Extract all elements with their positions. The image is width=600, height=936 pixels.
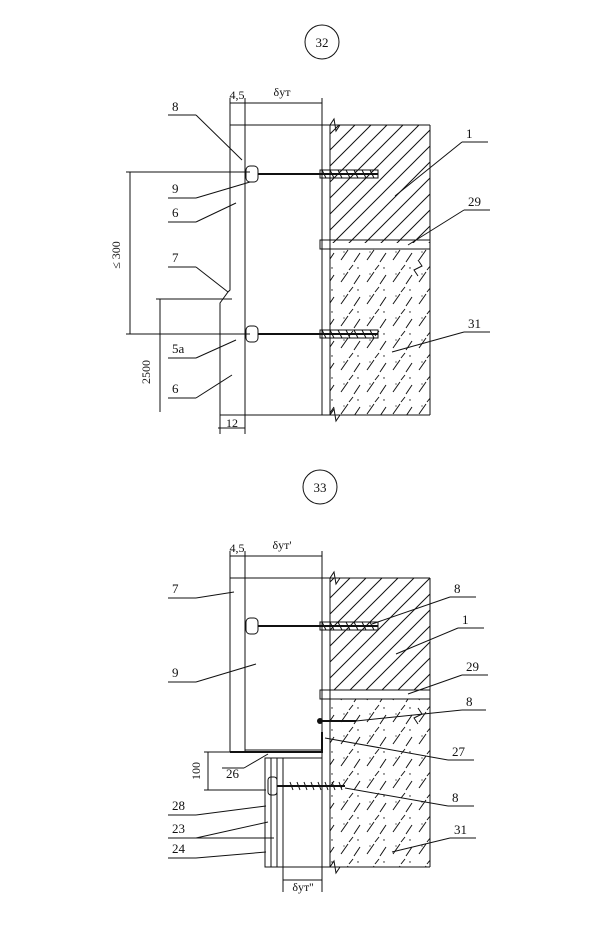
leader-label: 7 bbox=[172, 581, 179, 596]
leader-label: 27 bbox=[452, 744, 466, 759]
leader-label: 24 bbox=[172, 841, 186, 856]
leader-label: 8 bbox=[454, 581, 461, 596]
dim-gap-height: 100 bbox=[189, 762, 203, 780]
dim-base-thickness: 12 bbox=[226, 416, 238, 430]
leader-label: 6 bbox=[172, 381, 179, 396]
leader-label: 6 bbox=[172, 205, 179, 220]
leader-label: 5а bbox=[172, 341, 185, 356]
insulation-layer-upper bbox=[244, 577, 323, 751]
detail-32: 32 bbox=[109, 24, 490, 434]
anchor-upper bbox=[245, 617, 379, 635]
plaster-layer-upper bbox=[229, 577, 246, 753]
anchor-bracket bbox=[317, 718, 356, 724]
detail-number: 32 bbox=[316, 35, 329, 50]
leader-label: 29 bbox=[468, 194, 481, 209]
insulation-layer bbox=[244, 124, 323, 416]
anchor-lower bbox=[267, 776, 345, 796]
anchor-upper bbox=[245, 165, 379, 183]
dim-plaster-thickness: 4,5 bbox=[230, 541, 245, 555]
detail-33: 33 bbox=[168, 469, 488, 894]
leader-label: 9 bbox=[172, 665, 179, 680]
concrete-wall bbox=[330, 699, 430, 867]
closing-profile bbox=[230, 732, 323, 753]
mortar-layer bbox=[319, 689, 431, 700]
detail-number-circle bbox=[302, 469, 338, 505]
leader-label: 1 bbox=[462, 612, 469, 627]
concrete-wall bbox=[330, 249, 430, 415]
leader-label: 1 bbox=[466, 126, 473, 141]
masonry-wall bbox=[330, 578, 430, 690]
leader-label: 31 bbox=[468, 316, 481, 331]
anchor-lower bbox=[245, 325, 379, 343]
leader-label: 8 bbox=[452, 790, 459, 805]
leader-label: 28 bbox=[172, 798, 185, 813]
insulation-layer-lower bbox=[282, 757, 323, 868]
dim-insulation-thickness: δут' bbox=[272, 538, 291, 552]
detail-number: 33 bbox=[314, 480, 327, 495]
dim-plinth-insulation: δут'' bbox=[292, 880, 313, 894]
leader-label: 23 bbox=[172, 821, 185, 836]
leader-label: 8 bbox=[172, 99, 179, 114]
leader-label: 31 bbox=[454, 822, 467, 837]
plaster-layer bbox=[219, 124, 246, 416]
leader-label: 26 bbox=[226, 766, 240, 781]
leader-label: 8 bbox=[466, 694, 473, 709]
plinth-finish bbox=[264, 757, 284, 868]
detail-number-circle bbox=[304, 24, 340, 60]
leader-label: 9 bbox=[172, 181, 179, 196]
leader-label: 7 bbox=[172, 250, 179, 265]
dim-lower-height: 2500 bbox=[139, 360, 153, 384]
dim-insulation-thickness: δут bbox=[274, 85, 292, 99]
leader-label: 29 bbox=[466, 659, 479, 674]
masonry-wall bbox=[330, 125, 430, 243]
dim-anchor-spacing: ≤ 300 bbox=[109, 241, 123, 269]
dim-plaster-thickness: 4,5 bbox=[230, 88, 245, 102]
